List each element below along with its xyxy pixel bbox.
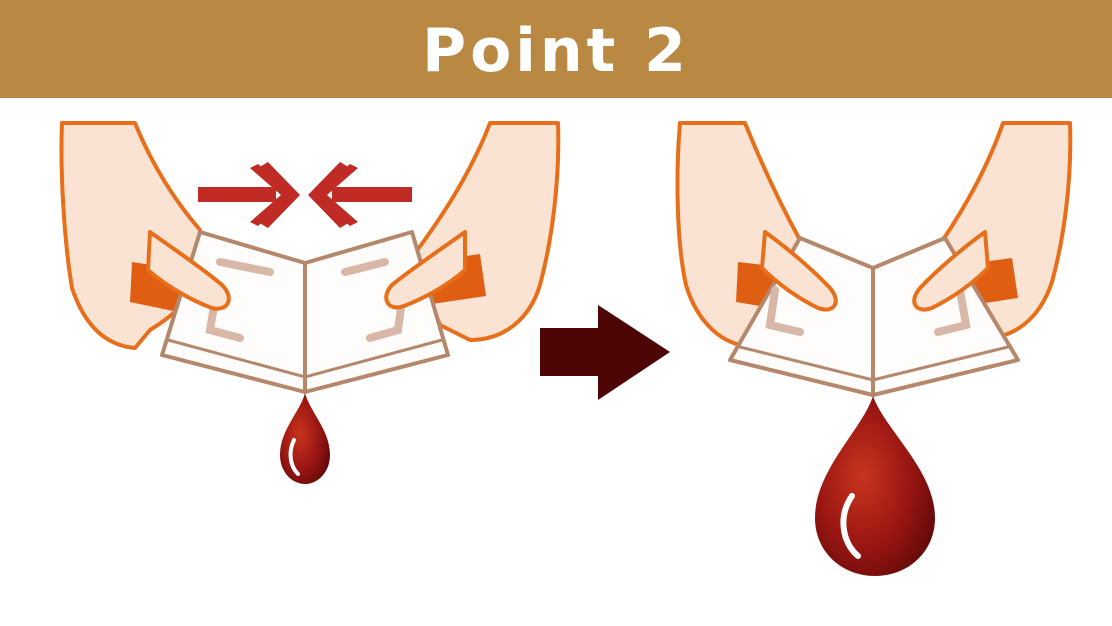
right-thumb-left [760, 230, 838, 312]
right-scene [675, 121, 1073, 576]
right-thumb-right [912, 230, 990, 312]
left-packet [160, 230, 450, 394]
page-title: Point 2 [422, 16, 690, 86]
right-packet [728, 236, 1020, 397]
left-thumb-left [146, 230, 231, 311]
header-banner: Point 2 [0, 0, 1112, 98]
squeeze-arrows-icon [198, 162, 412, 228]
small-drop-icon [280, 393, 330, 484]
right-arrow-icon [540, 305, 670, 400]
illustration [59, 121, 1073, 576]
large-drop-icon [815, 396, 935, 576]
left-thumb-right [384, 230, 467, 310]
left-scene [59, 121, 561, 484]
